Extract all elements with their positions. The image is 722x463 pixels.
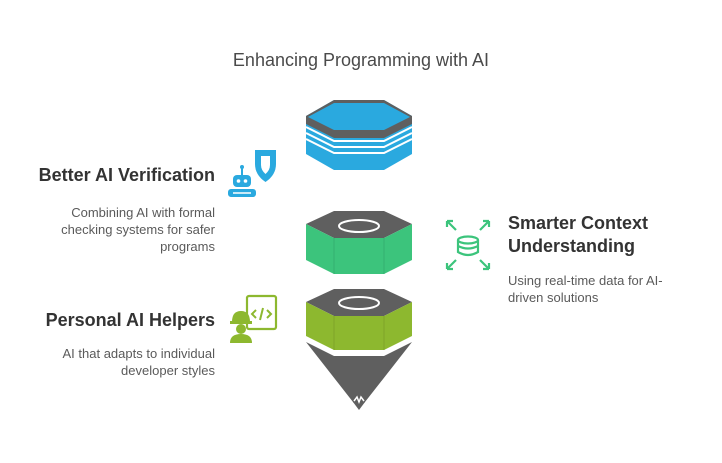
blue-prism-segment <box>305 100 413 170</box>
database-arrows-icon <box>445 219 491 271</box>
olive-prism-segment <box>306 289 412 350</box>
heading-personal-ai-helpers: Personal AI Helpers <box>45 310 215 330</box>
green-prism-segment <box>306 211 412 274</box>
robot-shield-icon <box>228 150 276 197</box>
developer-code-icon <box>230 294 278 343</box>
diagram-title: Enhancing Programming with AI <box>232 50 490 70</box>
pencil-tip <box>306 342 412 410</box>
heading-smarter-context-understanding: Smarter Context Understanding <box>508 213 649 256</box>
desc-personal-ai-helpers: AI that adapts to individual developer s… <box>62 346 216 378</box>
heading-better-ai-verification: Better AI Verification <box>38 165 215 185</box>
desc-better-ai-verification: Combining AI with formal checking system… <box>61 205 215 254</box>
desc-smarter-context-understanding: Using real-time data for AI-driven solut… <box>508 273 663 305</box>
